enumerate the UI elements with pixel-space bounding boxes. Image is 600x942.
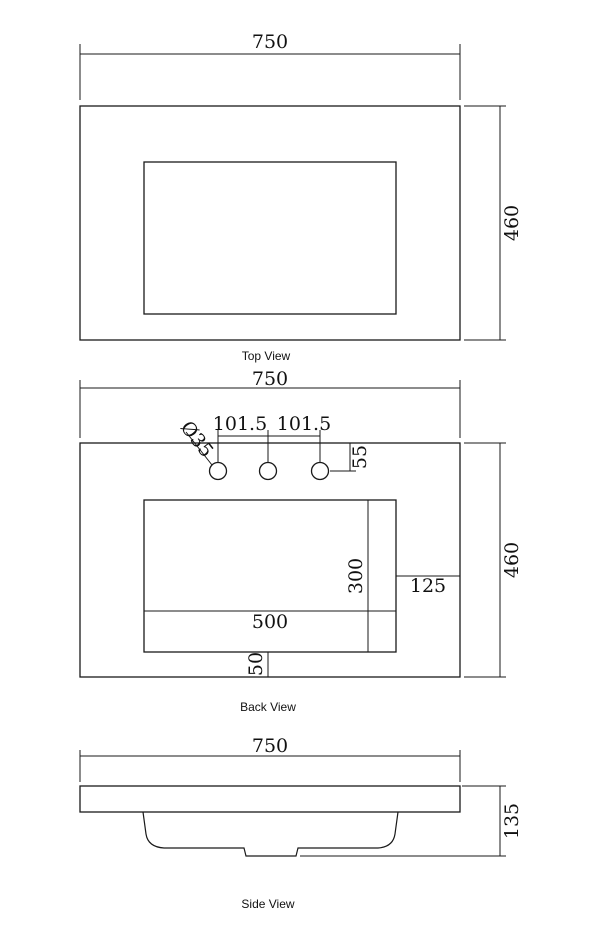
basin-front-offset-dimension: 50 [245, 652, 267, 676]
back-view-caption: Back View [240, 700, 296, 714]
side-view-caption: Side View [241, 897, 294, 911]
back-depth-dimension: 460 [501, 542, 523, 578]
hole-spacing-right: 101.5 [277, 413, 331, 435]
top-countertop-outline [79, 105, 461, 341]
side-height-dimension: 135 [501, 803, 523, 839]
side-basin-profile [142, 811, 399, 857]
hole-spacing-left: 101.5 [213, 413, 267, 435]
tap-hole-left [208, 461, 228, 481]
back-view: 750 101.5 101.5 Ø35 55 300 125 500 [79, 368, 523, 714]
tap-hole-right [310, 461, 330, 481]
side-width-dimension: 750 [252, 735, 288, 757]
basin-depth-dimension: 300 [345, 558, 367, 594]
hole-diameter-leader [185, 431, 213, 466]
basin-width-dimension: 500 [252, 611, 288, 633]
top-depth-dimension: 460 [501, 205, 523, 241]
top-width-dimension: 750 [252, 31, 288, 53]
top-basin-outline [143, 161, 397, 315]
basin-side-offset-dimension: 125 [410, 575, 446, 597]
back-width-dimension: 750 [252, 368, 288, 390]
side-view: 750 135 Side View [79, 735, 523, 911]
back-countertop-outline [79, 442, 461, 678]
tap-hole-center [258, 461, 278, 481]
hole-diameter-dimension: Ø35 [176, 417, 218, 462]
side-countertop-slab [79, 785, 461, 813]
top-view: 750 460 Top View [79, 31, 523, 363]
hole-offset-dimension: 55 [349, 445, 371, 469]
top-view-caption: Top View [242, 349, 291, 363]
